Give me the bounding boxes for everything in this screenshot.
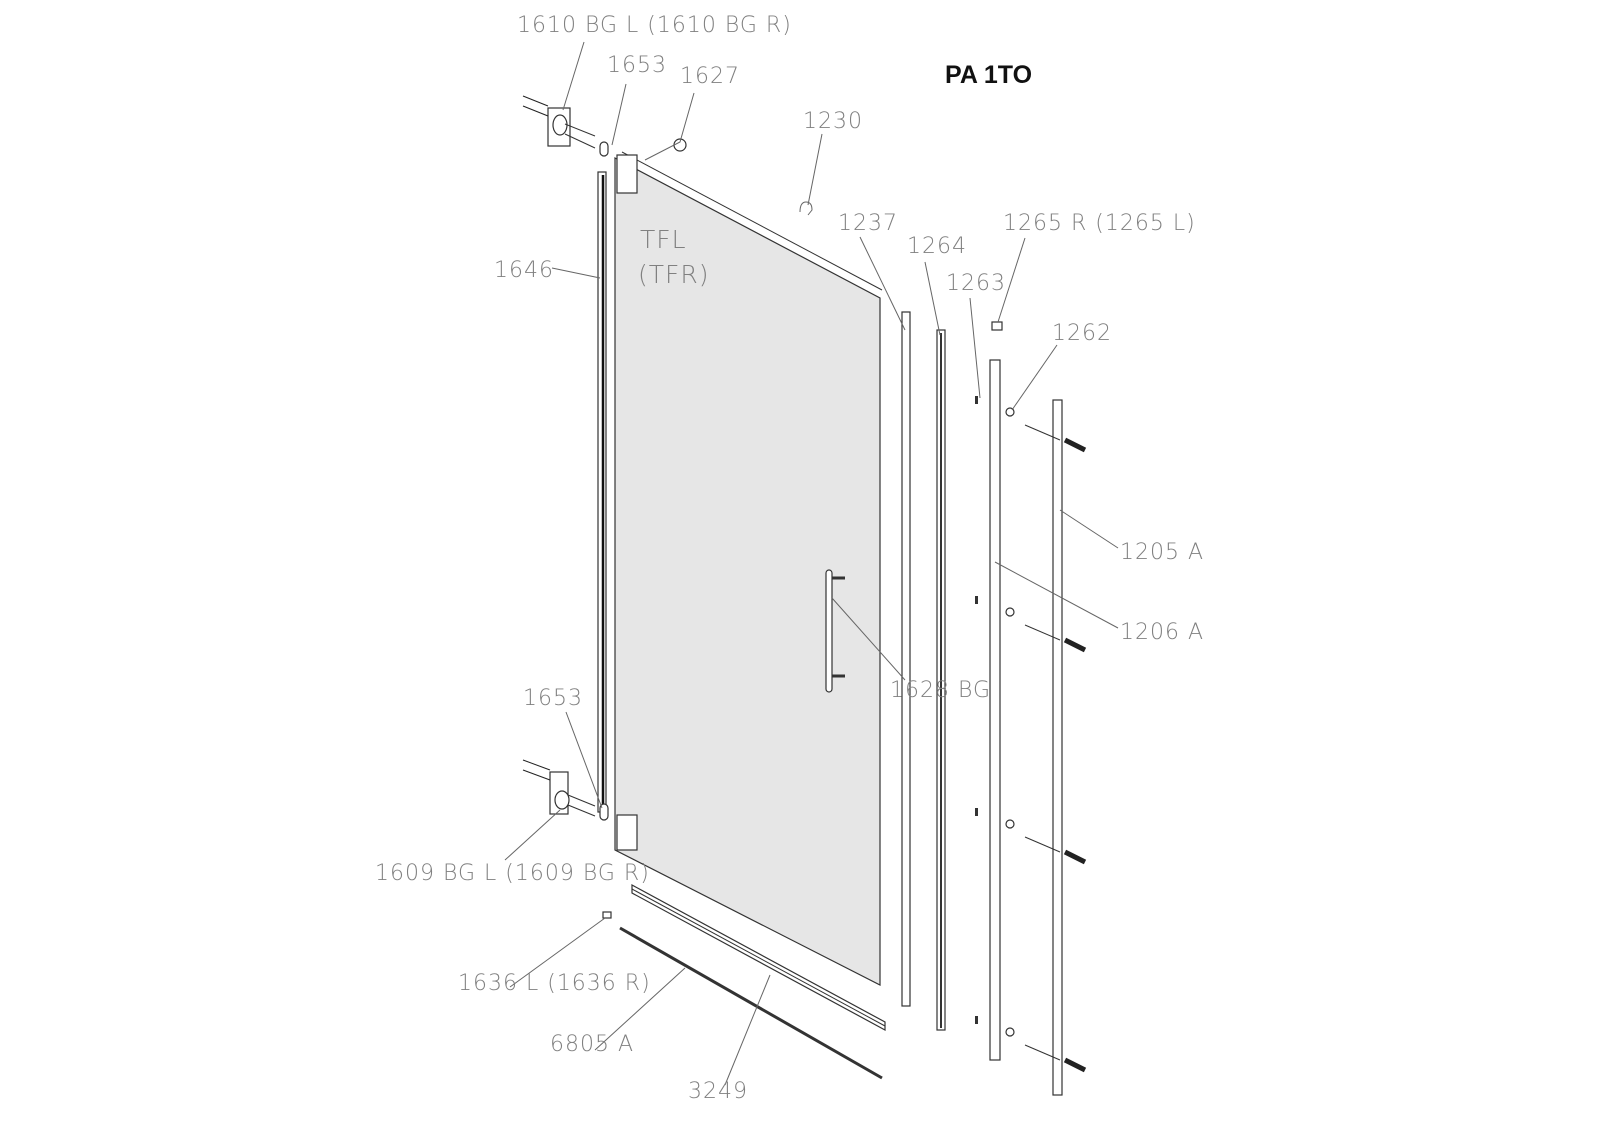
label-1262: 1262 (1052, 321, 1112, 346)
seal-1264 (936, 329, 946, 1031)
hook-1230 (799, 201, 813, 216)
label-1263: 1263 (946, 271, 1006, 296)
sweep-3249 (631, 883, 886, 1032)
label-rod: 6805 A (550, 1032, 634, 1057)
label-wall-profile-1205: 1205 A (1120, 540, 1204, 565)
label-hinge-bottom: 1609 BG L (1609 BG R) (375, 861, 650, 886)
glass-panel (614, 151, 883, 986)
diagram-title: PA 1TO (945, 61, 1032, 89)
label-cap-round: 1627 (680, 64, 740, 89)
label-wall-profile-1206: 1206 A (1120, 620, 1204, 645)
profile-1646 (597, 171, 607, 813)
wall-profile-1206 (989, 359, 1001, 1061)
glass-label: TFL (640, 225, 687, 254)
wall-profile-1205 (1052, 399, 1063, 1096)
end-cap-1265 (991, 321, 1003, 331)
label-sweep: 3249 (688, 1079, 748, 1104)
label-seal-1237: 1237 (838, 211, 898, 236)
glass-label-alt: (TFR) (638, 260, 710, 289)
label-profile-1646: 1646 (494, 258, 554, 283)
label-end-cap: 1265 R (1265 L) (1003, 211, 1196, 236)
handle-1628 (825, 569, 845, 693)
leader-lines (504, 41, 1119, 1086)
label-cap-top: 1653 (607, 53, 667, 78)
seal-1237 (901, 311, 911, 1007)
label-end-piece: 1636 L (1636 R) (458, 971, 651, 996)
label-hinge-top: 1610 BG L (1610 BG R) (517, 13, 792, 38)
label-cap-bottom: 1653 (523, 686, 583, 711)
label-hook: 1230 (803, 109, 863, 134)
label-handle: 1628 BG (890, 678, 991, 703)
hinge-bottom (522, 759, 609, 821)
label-seal-1264: 1264 (907, 234, 967, 259)
hinge-top (522, 95, 687, 157)
rod-6805 (619, 926, 883, 1080)
end-piece-1636 (602, 911, 612, 919)
